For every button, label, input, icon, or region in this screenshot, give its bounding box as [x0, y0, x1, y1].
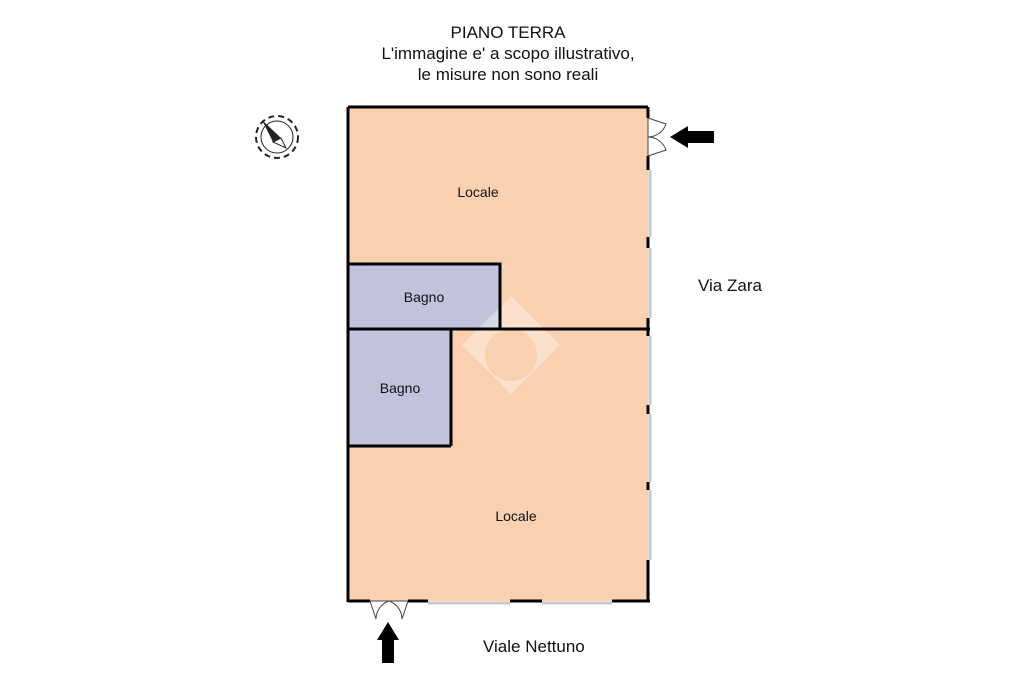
room-label-locale-top: Locale — [457, 184, 498, 200]
door-east — [647, 117, 667, 157]
arrow-up-icon — [377, 622, 399, 663]
room-bagno-bottom — [348, 329, 451, 446]
room-bagno-top — [348, 264, 500, 329]
disclaimer-line-2: le misure non sono reali — [417, 65, 599, 84]
compass-icon — [255, 115, 299, 159]
floor-title: PIANO TERRA — [450, 23, 566, 42]
room-label-bagno-top: Bagno — [404, 289, 445, 305]
room-locale-top — [348, 108, 648, 329]
title-block: PIANO TERRA L'immagine e' a scopo illust… — [300, 22, 716, 85]
walls — [346, 105, 650, 603]
disclaimer-line-1: L'immagine e' a scopo illustrativo, — [381, 44, 635, 63]
room-locale-bottom — [348, 329, 648, 601]
watermark-logo — [462, 296, 560, 394]
street-label-east: Via Zara — [698, 276, 762, 295]
windows — [428, 170, 652, 605]
room-label-locale-bottom: Locale — [495, 508, 536, 524]
room-label-bagno-bottom: Bagno — [380, 380, 421, 396]
door-south — [369, 600, 409, 620]
arrow-left-icon — [670, 126, 714, 148]
street-label-south: Viale Nettuno — [483, 637, 585, 656]
